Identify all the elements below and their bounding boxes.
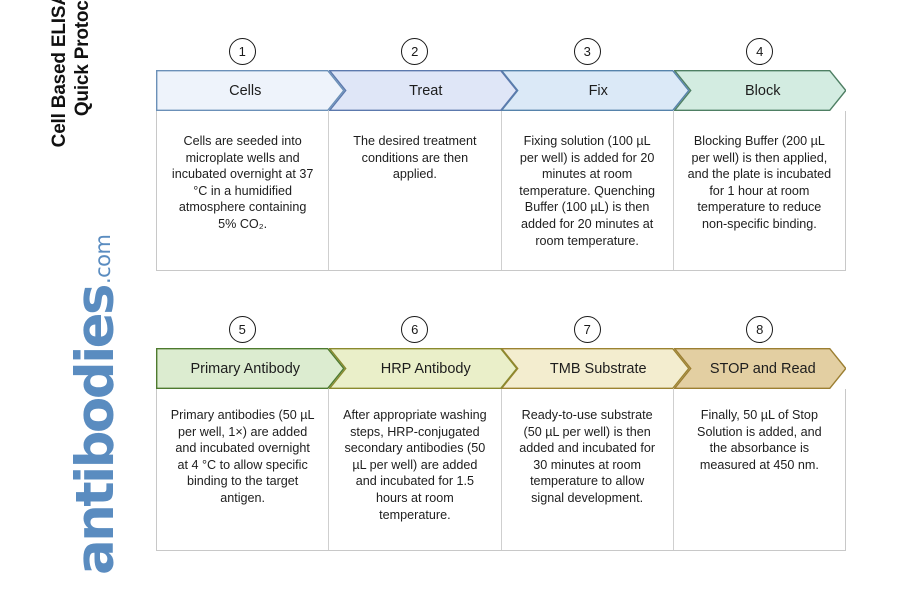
description-text: Finally, 50 µL of Stop Solution is added… <box>697 408 822 472</box>
description-panels: Cells are seeded into microplate wells a… <box>156 111 846 271</box>
chevron-strip: Primary Antibody HRP Antibody TMB Substr… <box>156 348 846 389</box>
description-text: Cells are seeded into microplate wells a… <box>171 134 314 231</box>
logo-tld: .com <box>91 234 115 285</box>
chevron-strip: Cells Treat Fix Block <box>156 70 846 111</box>
description-panel: The desired treatment conditions are the… <box>328 111 500 270</box>
step-number-cell: 7 <box>501 314 674 344</box>
step-number-cell: 3 <box>501 36 674 66</box>
step-number-cell: 4 <box>674 36 847 66</box>
logo-wordmark: antibodies <box>65 286 126 575</box>
description-panel: Ready-to-use substrate (50 µL per well) … <box>500 389 673 550</box>
step-number-cell: 5 <box>156 314 329 344</box>
protocol-row-2: 5 6 7 8 Primary Antibody HRP Antibody <box>156 314 846 551</box>
brand-logo: antibodies .com <box>62 235 126 575</box>
description-panels: Primary antibodies (50 µL per well, 1×) … <box>156 389 846 551</box>
chevron-label: Primary Antibody <box>190 360 301 377</box>
chevron-step-6[interactable]: HRP Antibody <box>328 348 517 389</box>
description-text: Fixing solution (100 µL per well) is add… <box>519 134 656 248</box>
description-text: Primary antibodies (50 µL per well, 1×) … <box>170 408 315 505</box>
step-number-cell: 2 <box>329 36 502 66</box>
chevron-label: STOP and Read <box>709 360 816 377</box>
step-number-badge: 5 <box>228 315 256 343</box>
description-panel: Primary antibodies (50 µL per well, 1×) … <box>157 389 328 550</box>
chevron-step-7[interactable]: TMB Substrate <box>501 348 690 389</box>
protocol-row-1: 1 2 3 4 Cells Treat Fix <box>156 36 846 271</box>
description-panel: Cells are seeded into microplate wells a… <box>157 111 328 270</box>
chevron-label: TMB Substrate <box>549 360 647 377</box>
description-panel: After appropriate washing steps, HRP-con… <box>328 389 500 550</box>
chevron-shape-icon <box>673 348 846 389</box>
step-number-cell: 8 <box>674 314 847 344</box>
chevron-step-3[interactable]: Fix <box>501 70 690 111</box>
step-number-cell: 6 <box>329 314 502 344</box>
step-number-badge: 8 <box>746 315 774 343</box>
chevron-label: Treat <box>409 82 443 99</box>
chevron-shape-icon <box>156 70 345 111</box>
step-number-strip: 1 2 3 4 <box>156 36 846 66</box>
chevron-shape-icon <box>328 348 517 389</box>
step-number-badge: 4 <box>746 37 774 65</box>
chevron-label: Block <box>745 82 781 99</box>
chevron-shape-icon <box>501 348 690 389</box>
description-panel: Fixing solution (100 µL per well) is add… <box>500 111 673 270</box>
chevron-label: HRP Antibody <box>380 360 471 377</box>
step-number-badge: 1 <box>228 37 256 65</box>
chevron-shape-icon <box>328 70 517 111</box>
chevron-label: Fix <box>588 82 608 99</box>
chevron-step-8[interactable]: STOP and Read <box>673 348 846 389</box>
description-text: Ready-to-use substrate (50 µL per well) … <box>519 408 656 505</box>
chevron-label: Cells <box>229 82 262 99</box>
step-number-badge: 7 <box>573 315 601 343</box>
description-panel: Blocking Buffer (200 µL per well) is the… <box>672 111 845 270</box>
description-text: Blocking Buffer (200 µL per well) is the… <box>687 134 832 231</box>
step-number-badge: 3 <box>573 37 601 65</box>
chevron-step-1[interactable]: Cells <box>156 70 345 111</box>
step-number-cell: 1 <box>156 36 329 66</box>
chevron-step-4[interactable]: Block <box>673 70 846 111</box>
chevron-shape-icon <box>673 70 846 111</box>
page-title: Cell Based ELISA Kits Quick Protocol <box>49 0 93 148</box>
description-text: After appropriate washing steps, HRP-con… <box>343 408 487 522</box>
step-number-strip: 5 6 7 8 <box>156 314 846 344</box>
step-number-badge: 6 <box>401 315 429 343</box>
chevron-shape-icon <box>501 70 690 111</box>
chevron-shape-icon <box>156 348 345 389</box>
chevron-step-2[interactable]: Treat <box>328 70 517 111</box>
step-number-badge: 2 <box>401 37 429 65</box>
description-panel: Finally, 50 µL of Stop Solution is added… <box>672 389 845 550</box>
description-text: The desired treatment conditions are the… <box>353 134 477 182</box>
chevron-step-5[interactable]: Primary Antibody <box>156 348 345 389</box>
